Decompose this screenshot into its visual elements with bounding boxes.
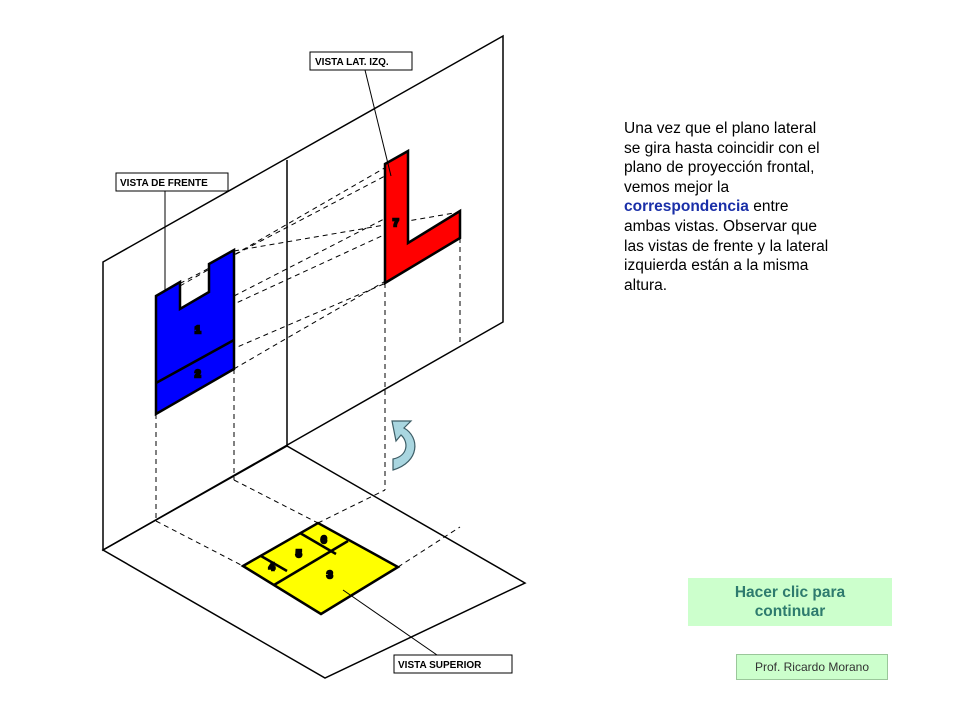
face-number-7: 7 bbox=[393, 218, 399, 229]
left-view-shape bbox=[383, 148, 462, 286]
label-top-view: VISTA SUPERIOR bbox=[342, 589, 513, 674]
left-view: 7 bbox=[383, 148, 462, 286]
svg-text:VISTA SUPERIOR: VISTA SUPERIOR bbox=[398, 660, 482, 671]
horizontal-plane bbox=[101, 445, 527, 679]
face-number-1: 1 bbox=[195, 325, 201, 336]
frontal-plane bbox=[102, 34, 504, 552]
rotate-arrow-icon bbox=[391, 420, 416, 471]
top-view: 3 4 5 6 bbox=[240, 521, 401, 616]
face-number-3: 3 bbox=[327, 570, 333, 581]
continue-button[interactable]: Hacer clic para continuar bbox=[688, 578, 892, 626]
face-number-2: 2 bbox=[195, 369, 201, 380]
highlight-word: correspondencia bbox=[624, 198, 749, 216]
front-view-divider bbox=[155, 338, 235, 385]
author-credit: Prof. Ricardo Morano bbox=[736, 654, 888, 680]
view-labels: VISTA DE FRENTE VISTA LAT. IZQ. VISTA SU… bbox=[115, 51, 513, 674]
label-front-view: VISTA DE FRENTE bbox=[115, 172, 229, 290]
svg-text:VISTA DE FRENTE: VISTA DE FRENTE bbox=[120, 178, 208, 189]
explanation-text: Una vez que el plano lateral se gira has… bbox=[624, 120, 829, 294]
face-number-4: 4 bbox=[269, 562, 275, 573]
top-view-shape bbox=[240, 521, 401, 616]
front-view: 1 2 bbox=[154, 247, 236, 417]
label-left-view: VISTA LAT. IZQ. bbox=[309, 51, 413, 177]
face-number-6: 6 bbox=[321, 535, 327, 546]
svg-text:VISTA LAT. IZQ.: VISTA LAT. IZQ. bbox=[315, 57, 389, 68]
projection-planes bbox=[101, 34, 527, 679]
face-number-5: 5 bbox=[296, 549, 302, 560]
